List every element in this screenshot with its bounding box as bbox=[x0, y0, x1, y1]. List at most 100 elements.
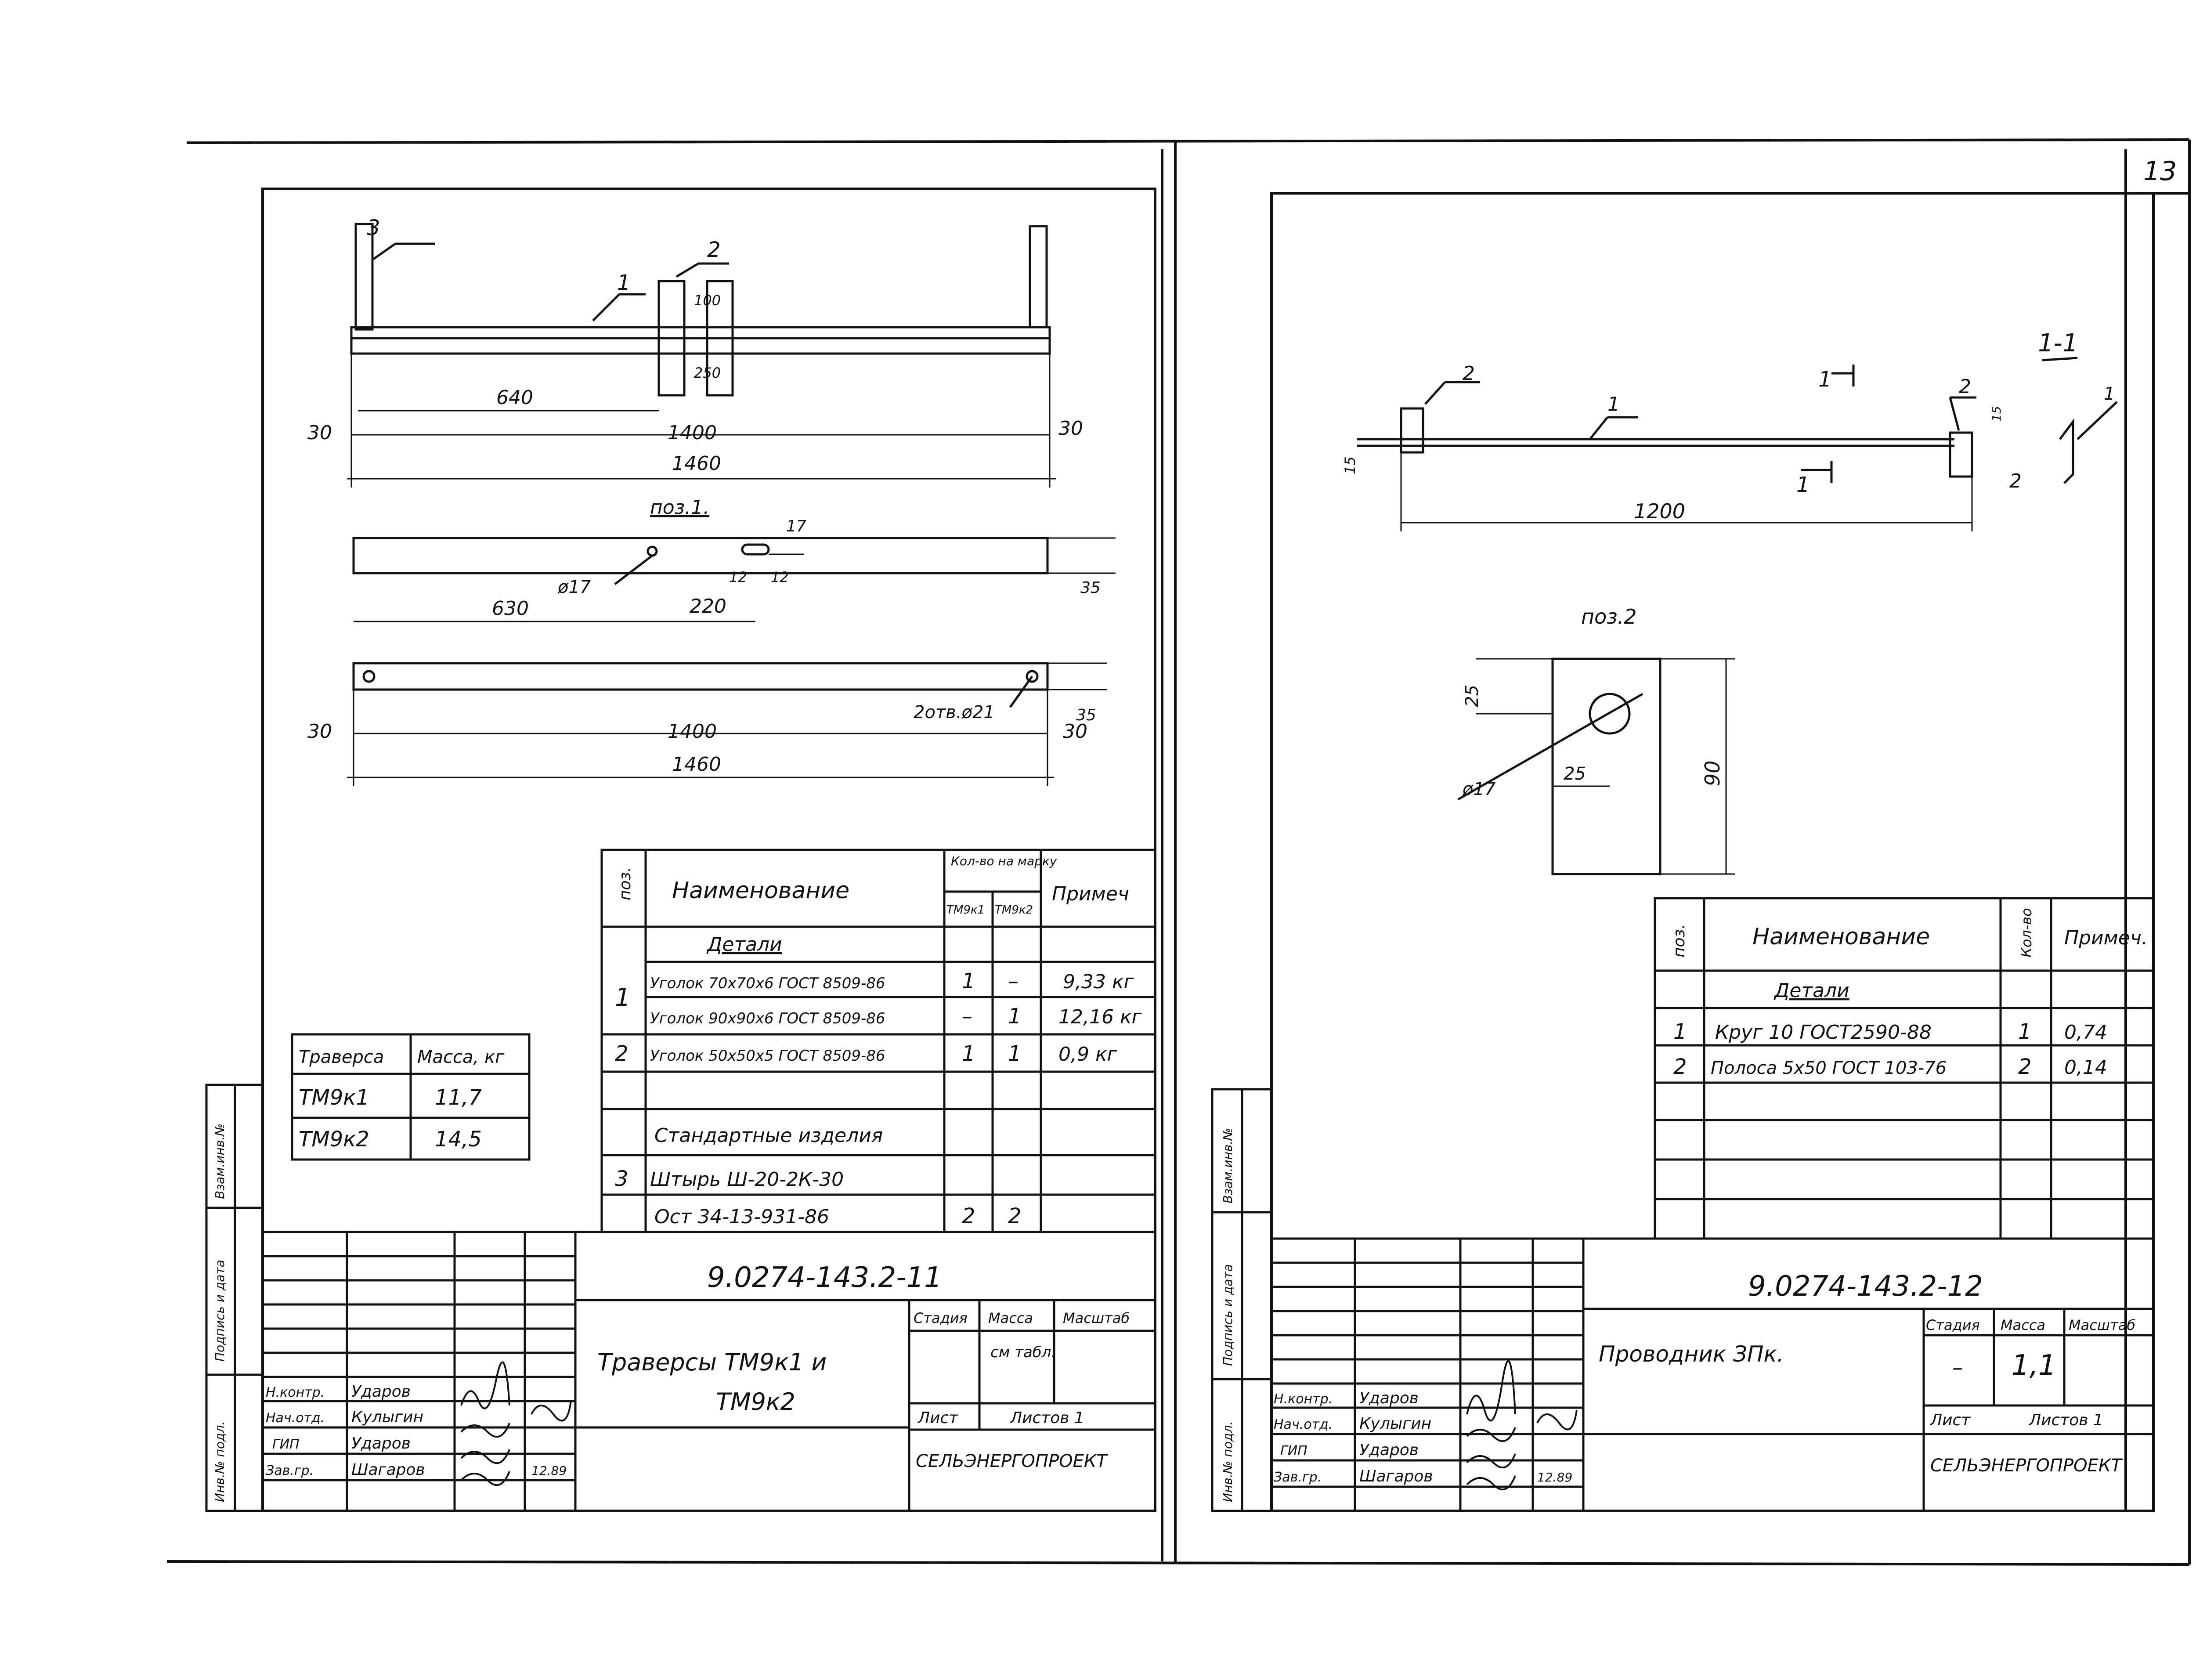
section-pos2: 2 bbox=[2009, 470, 2022, 492]
pos2-dim-25-vert: 25 bbox=[1462, 685, 1482, 707]
left-spec-details: Детали bbox=[706, 933, 782, 956]
dim-30-right: 30 bbox=[1058, 417, 1083, 440]
left-org: СЕЛЬЭНЕРГОПРОЕКТ bbox=[916, 1451, 1109, 1471]
right-pos2-right-label: 2 bbox=[1959, 376, 1971, 398]
left-spec-r3-q2: 1 bbox=[1008, 1041, 1022, 1066]
left-name-4: Шагаров bbox=[351, 1461, 425, 1479]
pos1v2-dim-35: 35 bbox=[1076, 706, 1096, 724]
right-dim-15-right: 15 bbox=[1989, 406, 2004, 422]
right-dim-15-left: 15 bbox=[1342, 456, 1358, 474]
right-role-1: Н.контр. bbox=[1274, 1391, 1333, 1407]
left-doc-code: 9.0274-143.2-11 bbox=[707, 1261, 942, 1294]
pos1-dim-220: 220 bbox=[690, 595, 726, 618]
right-spec-r2-name: Полоса 5х50 ГОСТ 103-76 bbox=[1711, 1058, 1947, 1078]
left-spec-th-qty: Кол-во на марку bbox=[951, 854, 1057, 868]
left-sheet-label: Лист bbox=[917, 1409, 958, 1427]
mass-row2-name: ТМ9к2 bbox=[299, 1127, 369, 1152]
left-spec-r2-q2: 1 bbox=[1008, 1004, 1022, 1029]
right-doc-code: 9.0274-143.2-12 bbox=[1748, 1270, 1983, 1303]
right-title-block bbox=[1211, 1088, 2153, 1512]
left-title-line1: Траверсы ТМ9к1 и bbox=[597, 1348, 827, 1376]
left-side-label-2: Подпись и дата bbox=[213, 1260, 227, 1362]
pos2-dia-17: ø17 bbox=[1462, 779, 1496, 799]
mass-row2-value: 14,5 bbox=[435, 1127, 482, 1152]
mass-th-mass: Масса, кг bbox=[417, 1047, 505, 1067]
left-spec-std2-q1: 2 bbox=[962, 1204, 975, 1228]
left-stage-label: Стадия bbox=[914, 1310, 968, 1326]
right-mass-label: Масса bbox=[2001, 1317, 2045, 1333]
pos2-dim-25-horiz: 25 bbox=[1564, 764, 1586, 784]
right-role-3: ГИП bbox=[1280, 1443, 1307, 1459]
section-mark-bottom: 1 bbox=[1796, 473, 1810, 497]
left-signatures bbox=[460, 1361, 572, 1486]
right-role-2: Нач.отд. bbox=[1274, 1417, 1333, 1432]
dim-250: 250 bbox=[694, 365, 721, 381]
right-date: 12.89 bbox=[1537, 1470, 1572, 1485]
right-name-2: Кулыгин bbox=[1359, 1415, 1431, 1433]
pos1v2-holes: 2отв.ø21 bbox=[914, 702, 995, 723]
pos2-plate bbox=[1457, 658, 1735, 875]
right-sheet-label: Лист bbox=[1929, 1411, 1971, 1429]
left-spec-th-qty-b: ТМ9к2 bbox=[995, 903, 1033, 917]
left-role-4: Зав.гр. bbox=[266, 1463, 314, 1478]
dim-1460: 1460 bbox=[672, 452, 721, 475]
pos2-title: поз.2 bbox=[1581, 605, 1637, 629]
left-spec-r3-pos: 2 bbox=[615, 1041, 628, 1066]
right-pos2-left-label: 2 bbox=[1463, 362, 1475, 385]
page-number: 13 bbox=[2143, 156, 2177, 187]
pos1v2-dim-30-left: 30 bbox=[307, 720, 332, 743]
right-name-1: Ударов bbox=[1359, 1389, 1419, 1407]
dim-100: 100 bbox=[694, 292, 721, 309]
left-side-label-1: Инв.№ подл. bbox=[213, 1421, 227, 1502]
dim-640: 640 bbox=[496, 387, 533, 409]
right-spec-th-qty: Кол-во bbox=[2018, 908, 2035, 957]
left-name-1: Ударов bbox=[351, 1383, 411, 1401]
top-pos1-label: 1 bbox=[617, 271, 631, 295]
left-mass-value: см табл. bbox=[990, 1344, 1056, 1361]
right-side-label-2: Подпись и дата bbox=[1221, 1264, 1235, 1366]
left-spec-table bbox=[600, 849, 1156, 1233]
pos1-title: поз.1. bbox=[650, 496, 709, 519]
left-title-line2: ТМ9к2 bbox=[716, 1388, 795, 1416]
top-pos2-label: 2 bbox=[707, 238, 721, 262]
right-spec-r1-qty: 1 bbox=[2018, 1019, 2032, 1044]
left-spec-r3-q1: 1 bbox=[962, 1041, 975, 1066]
left-spec-th-qty-a: ТМ9к1 bbox=[946, 903, 985, 917]
mass-th-traverse: Траверса bbox=[299, 1047, 384, 1067]
left-spec-r3-note: 0,9 кг bbox=[1058, 1043, 1118, 1066]
right-spec-th-note: Примеч. bbox=[2064, 927, 2148, 949]
pos1-dim-35: 35 bbox=[1080, 579, 1101, 597]
left-spec-r1-pos: 1 bbox=[615, 983, 631, 1012]
right-title: Проводник ЗПк. bbox=[1599, 1341, 1784, 1367]
left-spec-r2-note: 12,16 кг bbox=[1058, 1006, 1142, 1028]
top-pos3-label: 3 bbox=[367, 216, 380, 240]
left-spec-r1-note: 9,33 кг bbox=[1063, 971, 1134, 993]
right-mass-value: 1,1 bbox=[2012, 1349, 2056, 1382]
pos1-dim-12a: 12 bbox=[729, 569, 747, 585]
right-stage-label: Стадия bbox=[1926, 1317, 1980, 1333]
right-pos1-label: 1 bbox=[1607, 393, 1620, 415]
pos2-dim-90: 90 bbox=[1701, 760, 1724, 786]
left-spec-r2-name: Уголок 90х90х6 ГОСТ 8509-86 bbox=[650, 1010, 885, 1027]
right-name-3: Ударов bbox=[1359, 1441, 1419, 1459]
right-name-4: Шагаров bbox=[1359, 1467, 1433, 1485]
mass-row1-value: 11,7 bbox=[435, 1085, 482, 1110]
left-spec-std2-name: Ост 34-13-931-86 bbox=[654, 1206, 829, 1228]
right-sheets-label: Листов 1 bbox=[2028, 1411, 2103, 1429]
left-spec-r3-name: Уголок 50х50х5 ГОСТ 8509-86 bbox=[650, 1047, 885, 1065]
left-spec-r1-q2: – bbox=[1008, 969, 1019, 994]
left-spec-r2-q1: – bbox=[962, 1004, 972, 1029]
right-org: СЕЛЬЭНЕРГОПРОЕКТ bbox=[1930, 1456, 2123, 1476]
dim-1400: 1400 bbox=[668, 422, 717, 444]
right-role-4: Зав.гр. bbox=[1274, 1470, 1322, 1485]
right-spec-r2-pos: 2 bbox=[1673, 1055, 1687, 1079]
pos1v2-dim-30-right: 30 bbox=[1063, 720, 1087, 743]
left-sheets-label: Листов 1 bbox=[1009, 1409, 1084, 1427]
right-spec-r2-qty: 2 bbox=[2018, 1055, 2032, 1079]
right-spec-th-pos: поз. bbox=[1670, 924, 1688, 957]
left-role-3: ГИП bbox=[272, 1437, 300, 1452]
right-dim-1200: 1200 bbox=[1634, 499, 1685, 523]
left-spec-th-name: Наименование bbox=[672, 878, 849, 904]
right-spec-r1-note: 0,74 bbox=[2064, 1021, 2107, 1044]
